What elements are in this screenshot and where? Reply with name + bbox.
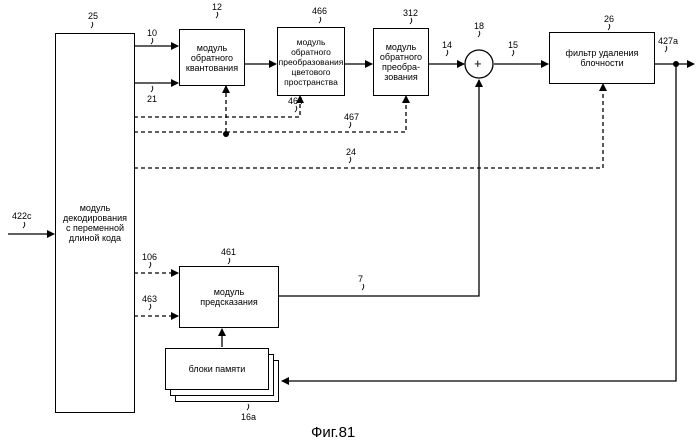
input-label: 422c	[12, 211, 32, 221]
signal-106-label: 106	[142, 252, 157, 262]
signal-10-label: 10	[147, 28, 157, 38]
leader-24	[349, 157, 351, 163]
signal-21-label: 21	[147, 94, 157, 104]
inverse-color-transform-block: модуль обратного преобразования цветовог…	[277, 27, 345, 96]
leader-16a	[247, 404, 249, 410]
signal-467-branch-line	[226, 96, 406, 132]
signal-14-label: 14	[442, 40, 452, 50]
output-label: 427a	[658, 36, 678, 46]
ref-26: 26	[604, 14, 614, 24]
leader-15	[512, 50, 514, 56]
leader-467	[349, 122, 351, 128]
leader-25	[91, 22, 93, 28]
signal-464-label: 464	[288, 96, 303, 106]
leader-14	[446, 50, 448, 56]
ref-312: 312	[403, 8, 418, 18]
signal-464-line	[134, 96, 300, 117]
signal-15-label: 15	[508, 40, 518, 50]
ref-16a: 16a	[241, 412, 256, 422]
leader-106	[149, 262, 151, 268]
leader-422c	[23, 222, 25, 228]
leader-464	[295, 106, 297, 112]
signal-7-label: 7	[358, 274, 363, 284]
leader-10	[151, 38, 153, 44]
leader-26	[608, 24, 610, 30]
signal-24-label: 24	[346, 147, 356, 157]
deblocking-filter-block: фильтр удаления блочности	[549, 32, 655, 84]
junction-dot-output	[673, 61, 679, 67]
signal-24-line	[134, 84, 603, 168]
signal-463-label: 463	[142, 294, 157, 304]
ref-466: 466	[312, 6, 327, 16]
inverse-quantization-block: модуль обратного квантования	[179, 29, 245, 86]
junction-dot-467	[223, 131, 229, 137]
figure-caption: Фиг.81	[311, 424, 355, 441]
memory-block-front: блоки памяти	[165, 348, 269, 390]
leader-7	[362, 284, 364, 290]
leader-427a	[665, 46, 667, 52]
leader-12	[216, 12, 218, 18]
signal-467-label: 467	[344, 112, 359, 122]
inverse-transform-block: модуль обратного преобра- зования	[373, 28, 429, 96]
leader-463	[149, 304, 151, 310]
signal-7-line	[278, 80, 479, 296]
prediction-block: модуль предсказания	[179, 266, 279, 328]
ref-12: 12	[212, 2, 222, 12]
leader-21	[151, 86, 153, 92]
ref-461: 461	[221, 247, 236, 257]
leader-461	[228, 258, 230, 264]
leader-312	[410, 18, 412, 24]
ref-18: 18	[474, 21, 484, 31]
leader-18	[478, 31, 480, 37]
adder-symbol: +	[474, 57, 482, 71]
ref-25: 25	[88, 11, 98, 21]
leader-466	[319, 17, 321, 23]
vld-block: модуль декодирования с переменной длиной…	[55, 33, 135, 413]
